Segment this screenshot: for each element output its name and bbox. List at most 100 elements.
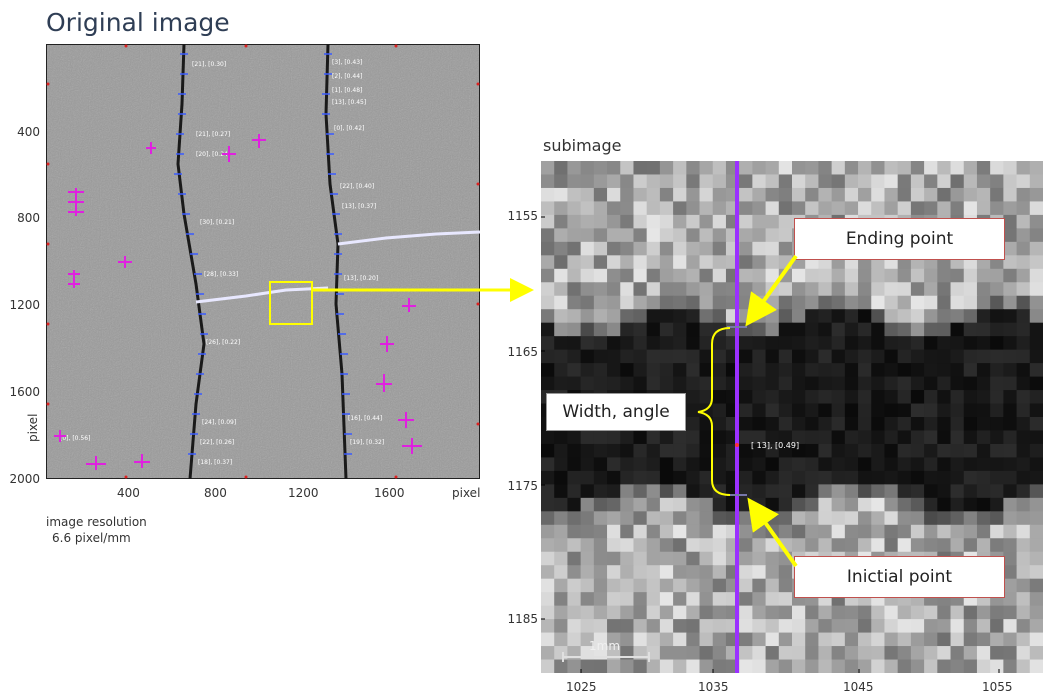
pixel-cell xyxy=(1029,255,1043,270)
pixel-cell xyxy=(554,632,569,647)
pixel-cell xyxy=(778,430,793,445)
pixel-cell xyxy=(897,417,912,432)
sub-y-tick-1175: 1175 xyxy=(507,479,538,493)
pixel-cell xyxy=(805,430,820,445)
pixel-cell xyxy=(924,403,938,418)
pixel-cell xyxy=(659,241,674,256)
pixel-cell xyxy=(778,376,793,391)
pixel-cell xyxy=(541,241,555,256)
pixel-cell xyxy=(831,201,846,216)
pixel-cell xyxy=(897,443,912,459)
pixel-cell xyxy=(844,403,859,418)
pixel-cell xyxy=(554,241,569,256)
pixel-cell xyxy=(607,619,621,634)
pixel-cell xyxy=(673,592,687,607)
pixel-cell xyxy=(633,268,648,283)
pixel-cell xyxy=(1016,282,1031,297)
pixel-cell xyxy=(831,376,846,391)
pixel-cell xyxy=(541,551,555,566)
pixel-cell xyxy=(633,592,648,607)
pixel-cell xyxy=(910,376,925,391)
pixel-cell xyxy=(580,659,595,673)
pixel-cell xyxy=(580,592,595,607)
pixel-cell xyxy=(778,174,793,189)
pixel-cell xyxy=(580,322,595,337)
pixel-cell xyxy=(673,443,687,459)
pixel-cell xyxy=(805,187,820,203)
pixel-cell xyxy=(897,390,912,405)
pixel-cell xyxy=(646,214,661,229)
pixel-cell xyxy=(844,457,859,472)
pixel-cell xyxy=(686,255,701,270)
pixel-cell xyxy=(871,322,886,337)
pixel-cell xyxy=(871,174,886,189)
pixel-cell xyxy=(858,470,872,485)
pixel-cell xyxy=(897,484,912,499)
pixel-cell xyxy=(765,187,780,203)
pixel-cell xyxy=(699,592,714,607)
pixel-cell xyxy=(937,484,952,499)
x-tick-1600: 1600 xyxy=(374,486,405,500)
pixel-cell xyxy=(593,309,608,324)
pixel-cell xyxy=(950,417,965,432)
pixel-cell xyxy=(541,457,555,472)
pixel-cell xyxy=(924,497,938,512)
pixel-cell xyxy=(567,632,582,647)
pixel-cell xyxy=(752,187,767,203)
pixel-cell xyxy=(805,632,820,647)
pixel-cell xyxy=(950,605,965,620)
pixel-cell xyxy=(673,605,687,620)
pixel-cell xyxy=(778,349,793,364)
pixel-cell xyxy=(580,255,595,270)
pixel-cell xyxy=(633,201,648,216)
pixel-cell xyxy=(699,659,714,673)
pixel-cell xyxy=(990,538,1004,553)
pixel-cell xyxy=(897,632,912,647)
pixel-cell xyxy=(910,430,925,445)
pixel-cell xyxy=(593,363,608,378)
pixel-cell xyxy=(910,322,925,337)
pixel-cell xyxy=(646,484,661,499)
pixel-cell xyxy=(554,187,569,203)
pixel-cell xyxy=(541,376,555,391)
pixel-cell xyxy=(593,497,608,512)
y-tick-400: 400 xyxy=(17,125,40,139)
crack-label: [26], [0.22] xyxy=(206,339,240,346)
pixel-cell xyxy=(990,161,1004,176)
pixel-cell xyxy=(976,484,991,499)
pixel-cell xyxy=(554,524,569,539)
magenta-markers xyxy=(54,134,422,470)
pixel-cell xyxy=(976,187,991,203)
pixel-cell xyxy=(818,309,833,324)
pixel-cell xyxy=(580,268,595,283)
pixel-cell xyxy=(620,619,635,634)
pixel-cell xyxy=(844,349,859,364)
pixel-cell xyxy=(792,605,806,620)
pixel-cell xyxy=(673,430,687,445)
pixel-cell xyxy=(593,511,608,526)
pixel-cell xyxy=(818,470,833,485)
pixel-cell xyxy=(699,470,714,485)
pixel-cell xyxy=(884,336,899,351)
pixel-cell xyxy=(1003,228,1018,243)
pixel-cell xyxy=(633,376,648,391)
pixel-cell xyxy=(884,322,899,337)
pixel-cell xyxy=(1029,592,1043,607)
pixel-cell xyxy=(897,174,912,189)
pixel-cell xyxy=(805,659,820,673)
pixel-cell xyxy=(633,295,648,310)
crack-label: [0], [0.56] xyxy=(60,435,90,442)
pixel-cell xyxy=(937,538,952,553)
pixel-cell xyxy=(937,497,952,512)
pixel-cell xyxy=(910,349,925,364)
pixel-cell xyxy=(567,336,582,351)
pixel-cell xyxy=(1003,390,1018,405)
pixel-cell xyxy=(950,161,965,176)
pixel-cell xyxy=(541,497,555,512)
pixel-cell xyxy=(1029,605,1043,620)
pixel-cell xyxy=(646,282,661,297)
pixel-cell xyxy=(673,363,687,378)
horizontal-crack-right xyxy=(337,230,480,246)
pixel-cell xyxy=(871,295,886,310)
pixel-cell xyxy=(1016,659,1031,673)
